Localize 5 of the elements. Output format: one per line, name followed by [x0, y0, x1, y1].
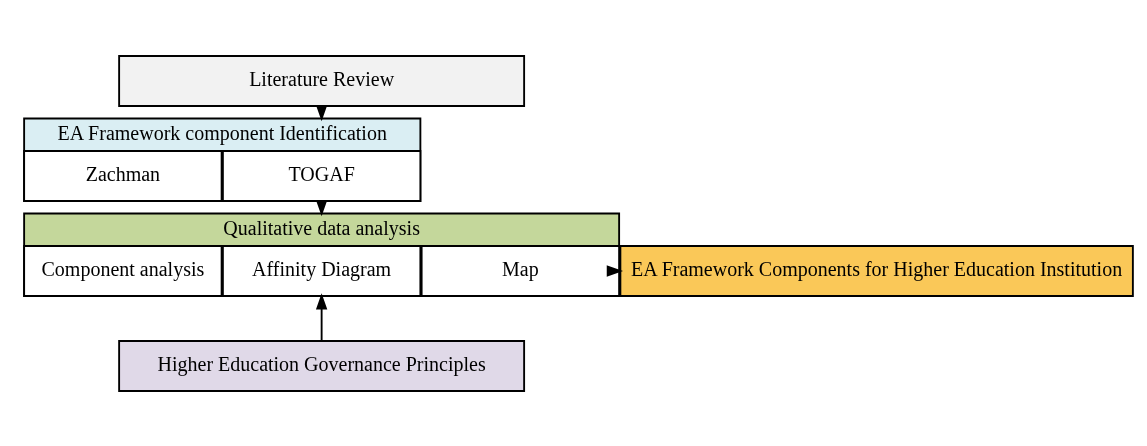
arrow — [315, 292, 328, 342]
node-box: Affinity Diagram — [221, 244, 422, 297]
node-box: Component analysis — [23, 244, 223, 297]
node-box: Higher Education Governance Principles — [118, 339, 526, 392]
node-box: Zachman — [23, 149, 223, 202]
